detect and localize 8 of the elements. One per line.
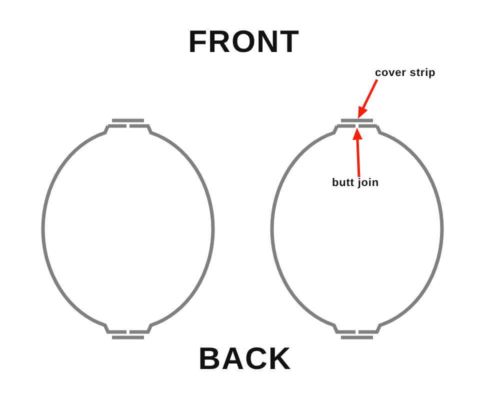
view-label: FRONT [188,24,300,60]
butt-join [337,124,377,128]
view-label: BACK [198,341,292,377]
callout-label: butt join [332,177,379,190]
leader-arrow [356,79,378,120]
cover-strip [341,118,373,122]
callout-label: cover strip [375,67,436,80]
leader-arrow [352,128,362,178]
